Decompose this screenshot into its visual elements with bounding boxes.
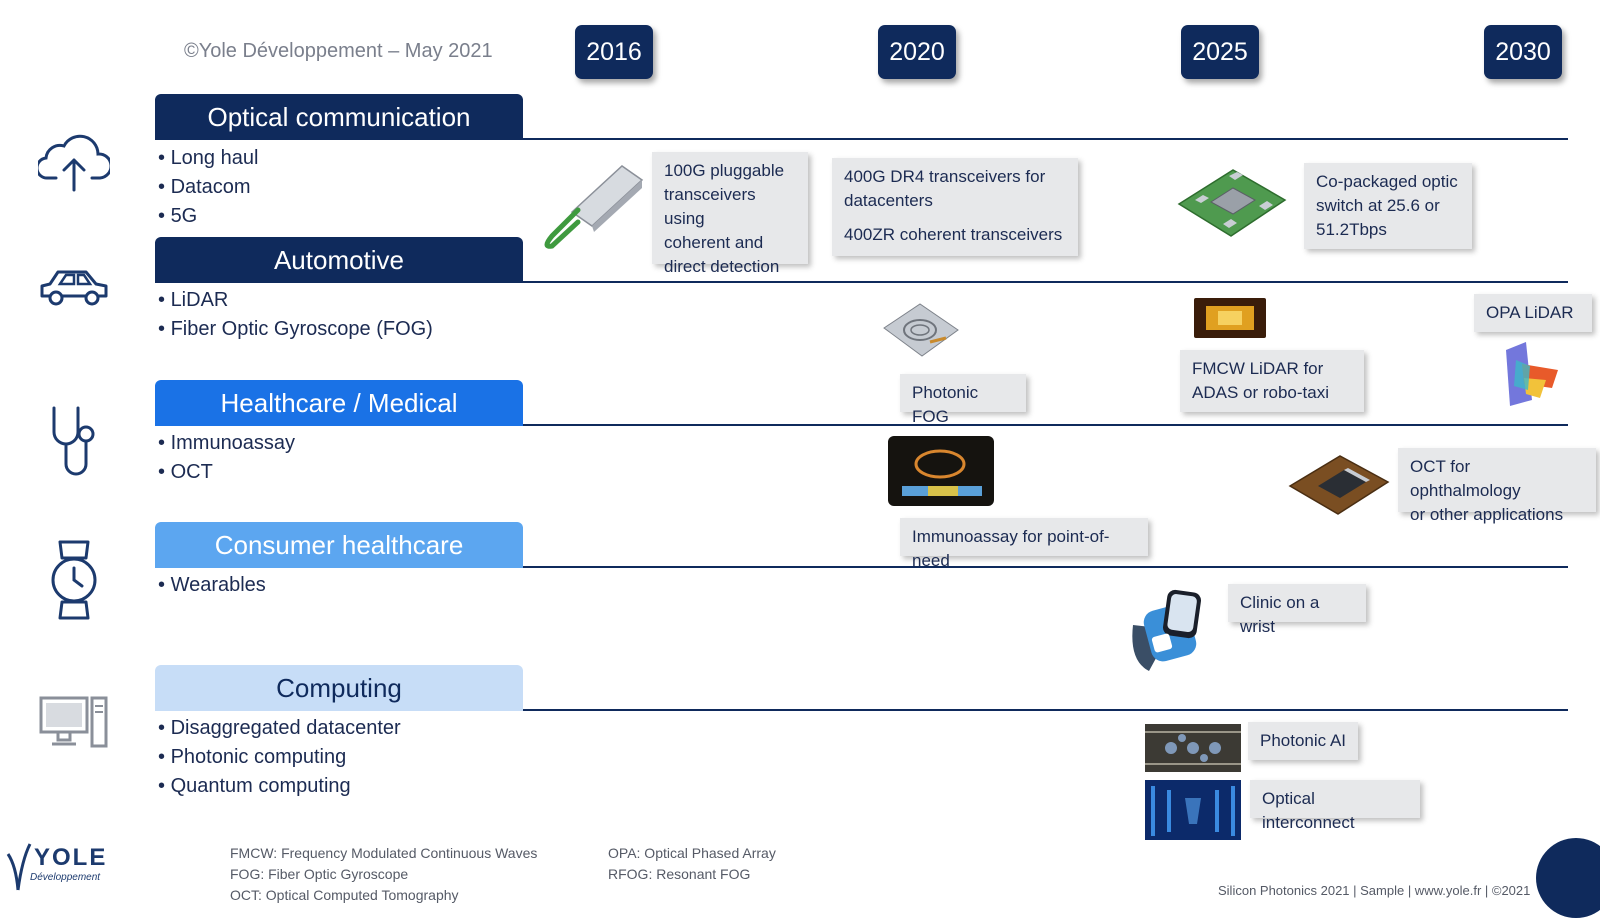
category-optical-communication: Optical communication	[155, 94, 523, 140]
footnote: OPA: Optical Phased Array	[608, 845, 776, 861]
row-divider	[523, 709, 1568, 711]
year-2025: 2025	[1181, 25, 1259, 79]
category-automotive: Automotive	[155, 237, 523, 283]
footnote: FMCW: Frequency Modulated Continuous Wav…	[230, 845, 538, 861]
callout-line: or other applications	[1410, 505, 1564, 524]
footnote: RFOG: Resonant FOG	[608, 866, 751, 882]
list-item: Datacom	[158, 173, 258, 202]
callout-copackaged-optic: Co-packaged optic switch at 25.6 or 51.2…	[1304, 163, 1472, 249]
row-divider	[523, 424, 1568, 426]
footnote: OCT: Optical Computed Tomography	[230, 887, 459, 903]
fmcw-lidar-chip-image	[1194, 298, 1266, 338]
corner-decoration	[1536, 838, 1600, 918]
row-divider	[523, 281, 1568, 283]
yole-logo: YOLE Développement	[4, 840, 114, 896]
copyright-note: ©Yole Développement – May 2021	[184, 40, 493, 62]
footnotes-left: FMCW: Frequency Modulated Continuous Wav…	[230, 843, 537, 906]
callout-line: 400ZR coherent transceivers	[844, 225, 1063, 244]
callout-400g-transceivers: 400G DR4 transceivers for datacenters 40…	[832, 158, 1078, 256]
source-line: Silicon Photonics 2021 | Sample | www.yo…	[1218, 883, 1531, 898]
watch-icon	[51, 540, 97, 620]
list-item: Photonic computing	[158, 743, 401, 772]
callout-line: direct detection	[664, 257, 780, 276]
category-computing: Computing	[155, 665, 523, 711]
photonic-ai-chip-image	[1145, 724, 1241, 772]
callout-line: Co-packaged optic	[1316, 172, 1458, 191]
logo-text: YOLE	[34, 844, 108, 871]
stethoscope-icon	[52, 406, 95, 476]
bullet-list-computing: Disaggregated datacenter Photonic comput…	[158, 714, 401, 801]
list-item: 5G	[158, 202, 258, 231]
callout-optical-interconnect: Optical interconnect	[1250, 780, 1420, 832]
callout-line: datacenters	[844, 191, 933, 210]
car-icon	[40, 270, 108, 306]
callout-line: coherent and	[664, 233, 764, 252]
immunoassay-device-image	[888, 436, 994, 506]
category-consumer-healthcare: Consumer healthcare	[155, 522, 523, 568]
callout-100g-pluggable: 100G pluggable transceivers using cohere…	[652, 152, 808, 276]
list-item: Wearables	[158, 571, 266, 600]
callout-clinic-on-a-wrist: Clinic on a wrist	[1228, 584, 1366, 636]
logo-subtext: Développement	[30, 872, 101, 883]
list-item: Immunoassay	[158, 429, 296, 458]
bullet-list-optical: Long haul Datacom 5G	[158, 144, 259, 231]
cloud-upload-icon	[38, 134, 110, 192]
callout-immunoassay-point-of-need: Immunoassay for point-of-need	[900, 518, 1148, 570]
callout-line: FMCW LiDAR for	[1192, 359, 1324, 378]
callout-photonic-ai: Photonic AI	[1248, 722, 1358, 760]
copackaged-optic-switch-image	[1177, 169, 1287, 237]
callout-line: 400G DR4 transceivers for	[844, 167, 1046, 186]
callout-line: transceivers using	[664, 185, 756, 228]
opa-lidar-beam-image	[1506, 342, 1558, 406]
list-item: LiDAR	[158, 286, 433, 315]
list-item: Disaggregated datacenter	[158, 714, 401, 743]
callout-line: 51.2Tbps	[1316, 220, 1387, 239]
pluggable-transceiver-image	[544, 165, 644, 249]
oct-chip-image	[1288, 455, 1390, 515]
callout-photonic-fog: Photonic FOG	[900, 374, 1026, 426]
row-divider	[523, 138, 1568, 140]
callout-line: OCT for ophthalmology	[1410, 457, 1521, 500]
callout-opa-lidar: OPA LiDAR	[1474, 294, 1592, 332]
year-2016: 2016	[575, 25, 653, 79]
callout-fmcw-lidar: FMCW LiDAR for ADAS or robo-taxi	[1180, 350, 1364, 412]
callout-line: 100G pluggable	[664, 161, 785, 180]
desktop-computer-icon	[39, 696, 108, 748]
footnote: FOG: Fiber Optic Gyroscope	[230, 866, 409, 882]
footnotes-right: OPA: Optical Phased Array RFOG: Resonant…	[608, 843, 776, 885]
year-2030: 2030	[1484, 25, 1562, 79]
list-item: Long haul	[158, 144, 259, 173]
yole-logo-mark-icon	[6, 843, 32, 891]
bullet-list-healthcare: Immunoassay OCT	[158, 429, 296, 487]
category-healthcare-medical: Healthcare / Medical	[155, 380, 523, 426]
list-item: OCT	[158, 458, 295, 487]
year-2020: 2020	[878, 25, 956, 79]
callout-line: switch at 25.6 or	[1316, 196, 1440, 215]
row-divider	[523, 566, 1568, 568]
bullet-list-automotive: LiDAR Fiber Optic Gyroscope (FOG)	[158, 286, 433, 344]
list-item: Quantum computing	[158, 772, 401, 801]
photonic-fog-chip-image	[883, 303, 959, 357]
smartwatch-image	[1132, 589, 1202, 671]
callout-oct-ophthalmology: OCT for ophthalmology or other applicati…	[1398, 448, 1596, 524]
bullet-list-consumer: Wearables	[158, 571, 266, 600]
list-item: Fiber Optic Gyroscope (FOG)	[158, 315, 433, 344]
callout-line: ADAS or robo-taxi	[1192, 383, 1329, 402]
datacenter-image	[1145, 780, 1241, 840]
